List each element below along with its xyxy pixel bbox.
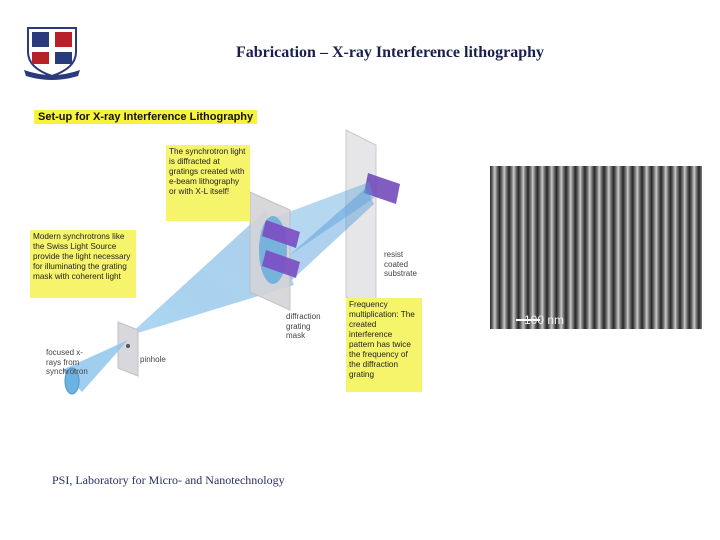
setup-diagram: Set-up for X-ray Interference Lithograph…	[28, 100, 440, 400]
footer-text: PSI, Laboratory for Micro- and Nanotechn…	[52, 473, 285, 488]
note-diffracted: The synchrotron light is diffracted at g…	[166, 145, 250, 221]
slide-title: Fabrication – X-ray Interference lithogr…	[160, 44, 620, 62]
label-grating-mask: diffraction grating mask	[286, 312, 328, 341]
label-pinhole: pinhole	[140, 355, 166, 365]
university-crest-icon	[22, 22, 82, 80]
label-substrate: resist coated substrate	[384, 250, 426, 279]
scale-label: 100 nm	[524, 313, 564, 327]
sem-micrograph: 100 nm	[490, 166, 702, 329]
label-focused-xrays: focused x-rays from synchrotron	[46, 348, 88, 377]
note-frequency: Frequency multiplication: The created in…	[346, 298, 422, 392]
note-synchrotron: Modern synchrotrons like the Swiss Light…	[30, 230, 136, 298]
diagram-title: Set-up for X-ray Interference Lithograph…	[34, 110, 257, 124]
